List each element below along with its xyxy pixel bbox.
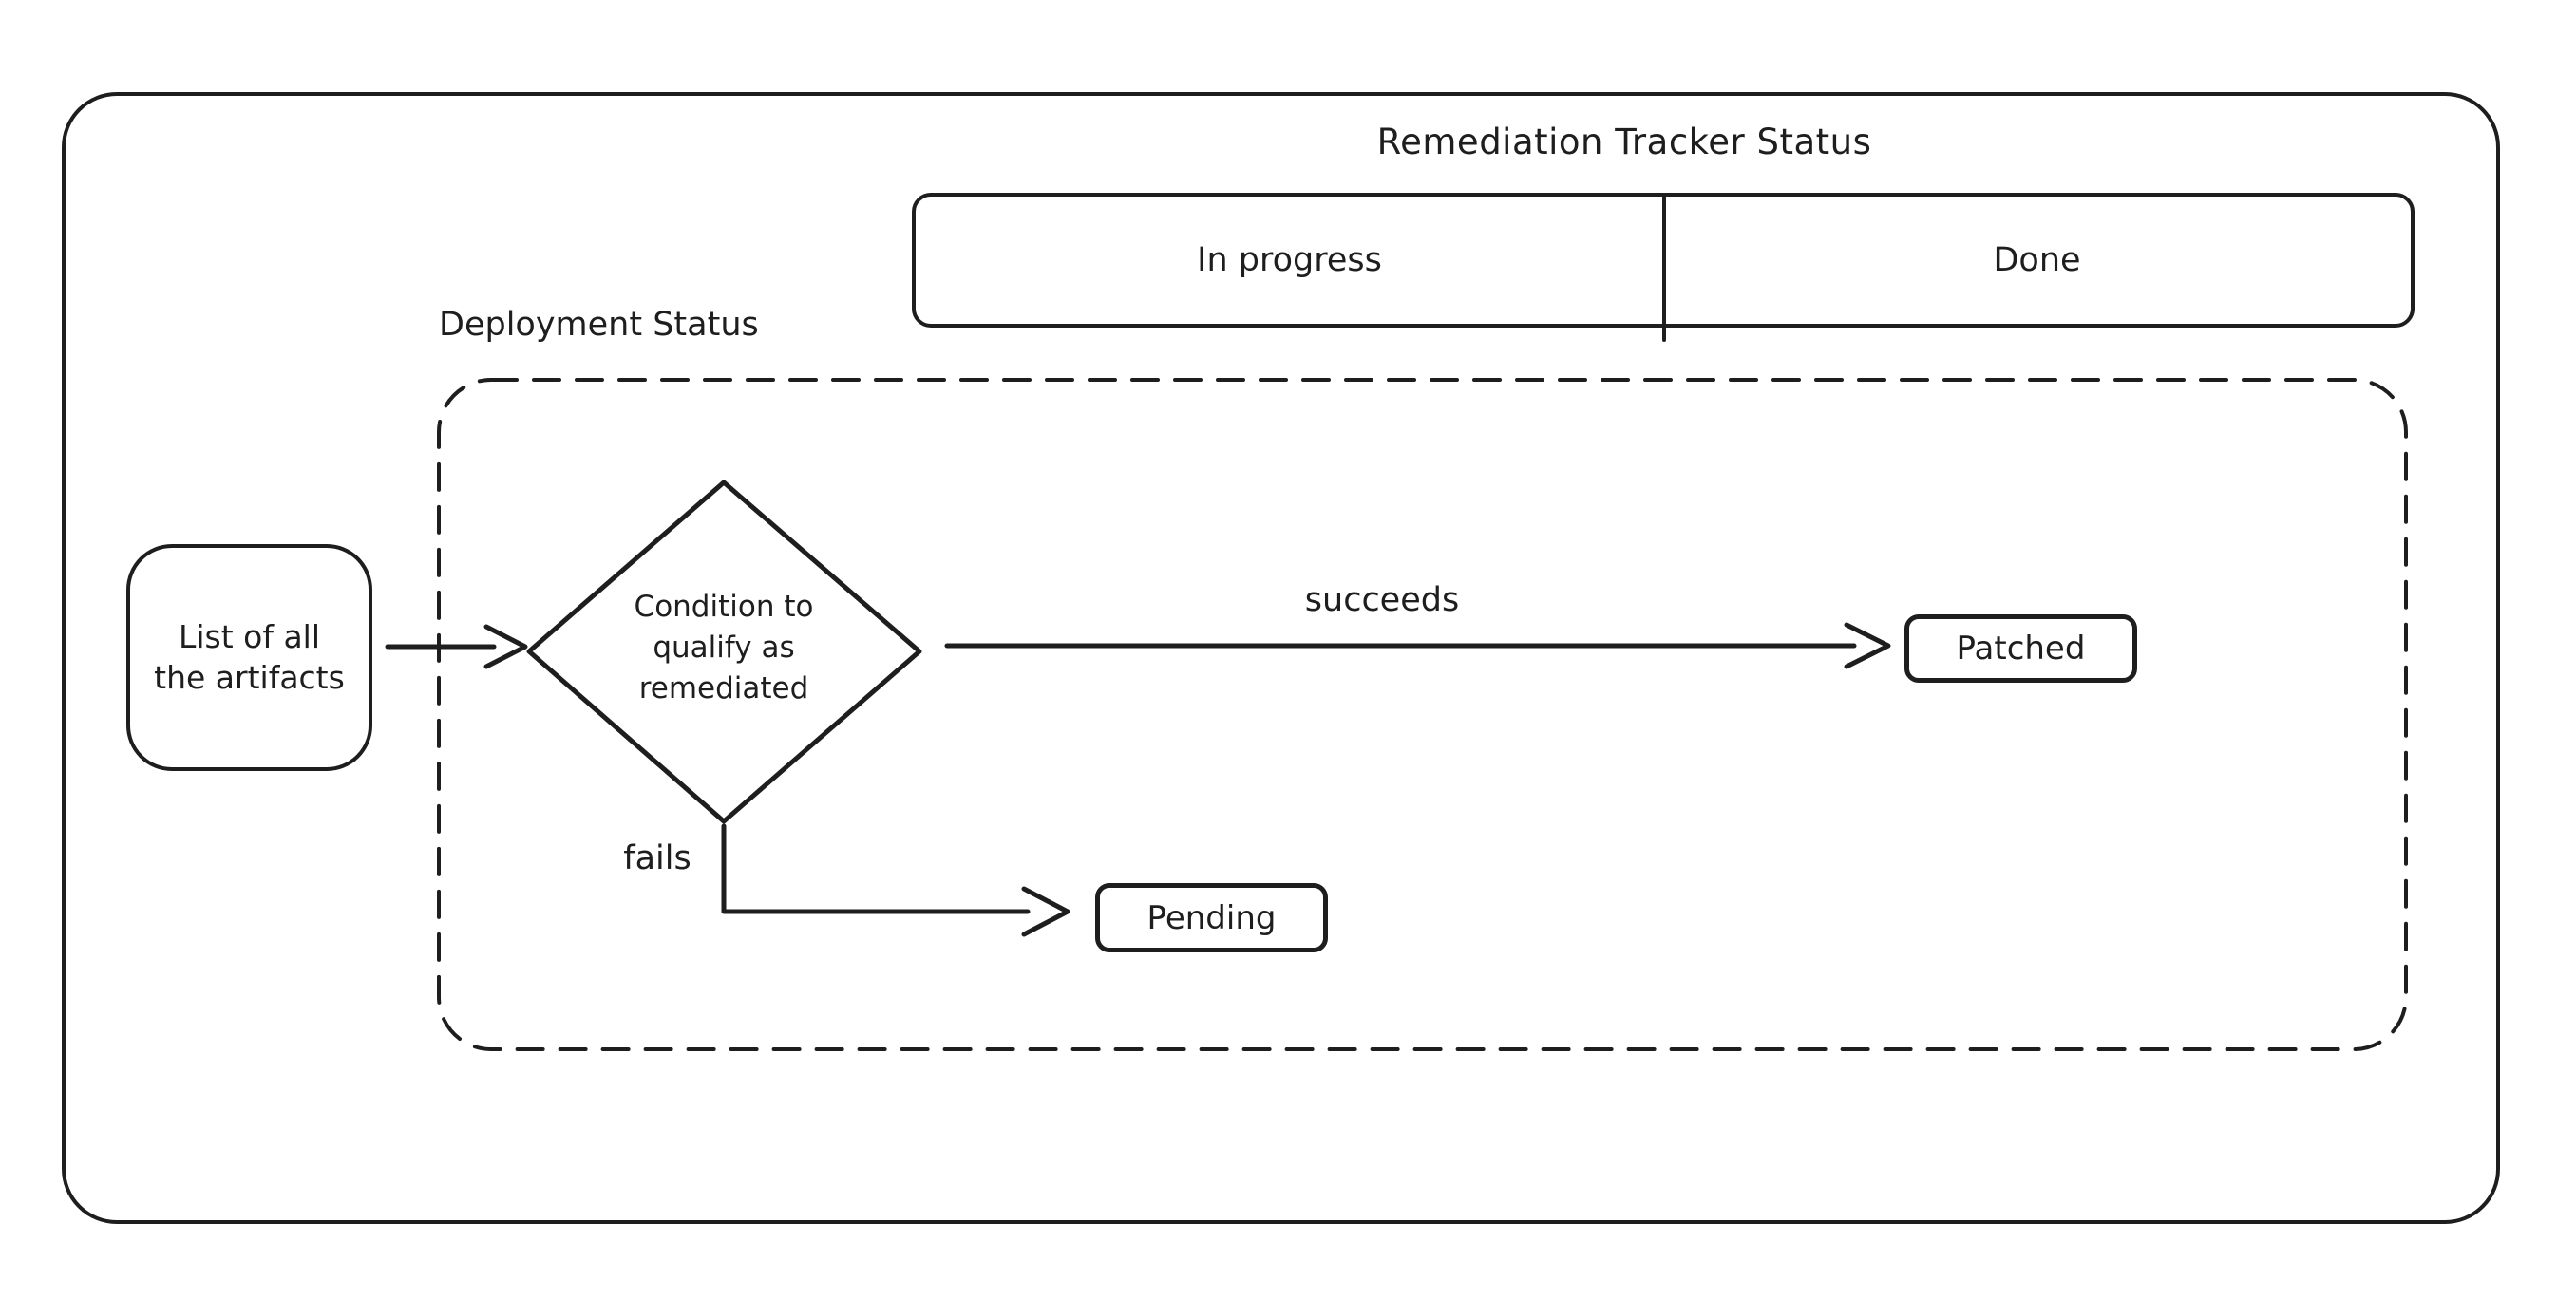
succeeds-edge-label: succeeds [1304, 581, 1460, 619]
outer-frame [62, 92, 2500, 1224]
arrow-condition-to-pending [721, 823, 1070, 937]
fails-edge-label: fails [623, 839, 691, 877]
tracker-cell-in-progress: In progress [1197, 241, 1382, 279]
patched-node-label: Patched [1956, 630, 2086, 668]
condition-diamond [526, 480, 922, 824]
condition-node-text: Condition to qualify as remediated [562, 587, 885, 708]
deployment-status-label: Deployment Status [439, 306, 759, 344]
arrow-artifacts-to-condition [385, 624, 528, 669]
condition-node-line1: Condition to [634, 590, 814, 624]
arrow-condition-to-patched [944, 622, 1891, 669]
artifacts-node: List of all the artifacts [126, 544, 372, 771]
patched-node: Patched [1904, 614, 2137, 683]
diagram-title: Remediation Tracker Status [1376, 122, 1872, 162]
artifacts-node-line1: List of all [178, 618, 321, 656]
artifacts-node-line2: the artifacts [154, 658, 345, 696]
tracker-cell-done: Done [1993, 241, 2081, 279]
tracker-status-bar: In progress Done [912, 193, 2415, 328]
condition-node-line2: qualify as [653, 630, 795, 665]
pending-node-label: Pending [1146, 898, 1277, 937]
deployment-status-group-box [437, 378, 2408, 1051]
condition-node-line3: remediated [638, 670, 809, 706]
pending-node: Pending [1095, 883, 1328, 952]
